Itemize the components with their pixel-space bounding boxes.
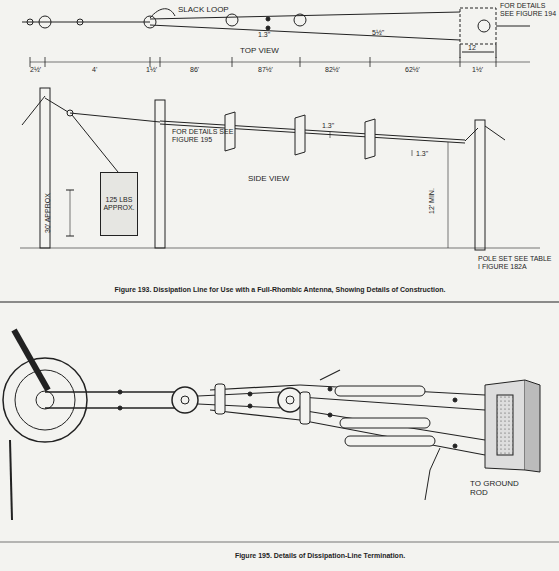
weight-box: 125 LBS APPROX. [100,172,138,236]
dimension: 87½' [258,66,273,74]
dimension: 12' MIN. [428,188,436,214]
dimension: 1.3" [258,31,270,39]
figure-caption: Figure 193. Dissipation Line for Use wit… [20,286,540,294]
dimension: 1.3" [322,122,334,130]
weight-label: 125 LBS APPROX. [101,196,137,211]
callout: TO GROUND ROD [470,480,530,498]
dimension: 5½" [372,29,384,37]
note: FOR DETAILS SEE FIGURE 195 [172,128,244,143]
dimension: 1.3" [416,150,428,158]
dimension: 1½' [146,66,157,74]
note: POLE SET SEE TABLE I FIGURE 182A [478,255,554,270]
dimension: 82½' [325,66,340,74]
dimension: 86' [190,66,199,74]
dimension: 12 [468,44,476,52]
dimension: 4' [92,66,97,74]
callout: SLACK LOOP [178,6,229,15]
dimension: 30' APPROX [44,193,52,233]
figure-caption: Figure 195. Details of Dissipation-Line … [120,552,520,560]
view-title: TOP VIEW [240,47,279,56]
note: FOR DETAILS SEE FIGURE 194 [500,2,558,17]
dimension: 62½' [405,66,420,74]
dimension: 2½' [30,66,41,74]
view-title: SIDE VIEW [248,175,289,184]
dimension: 1½' [472,66,483,74]
